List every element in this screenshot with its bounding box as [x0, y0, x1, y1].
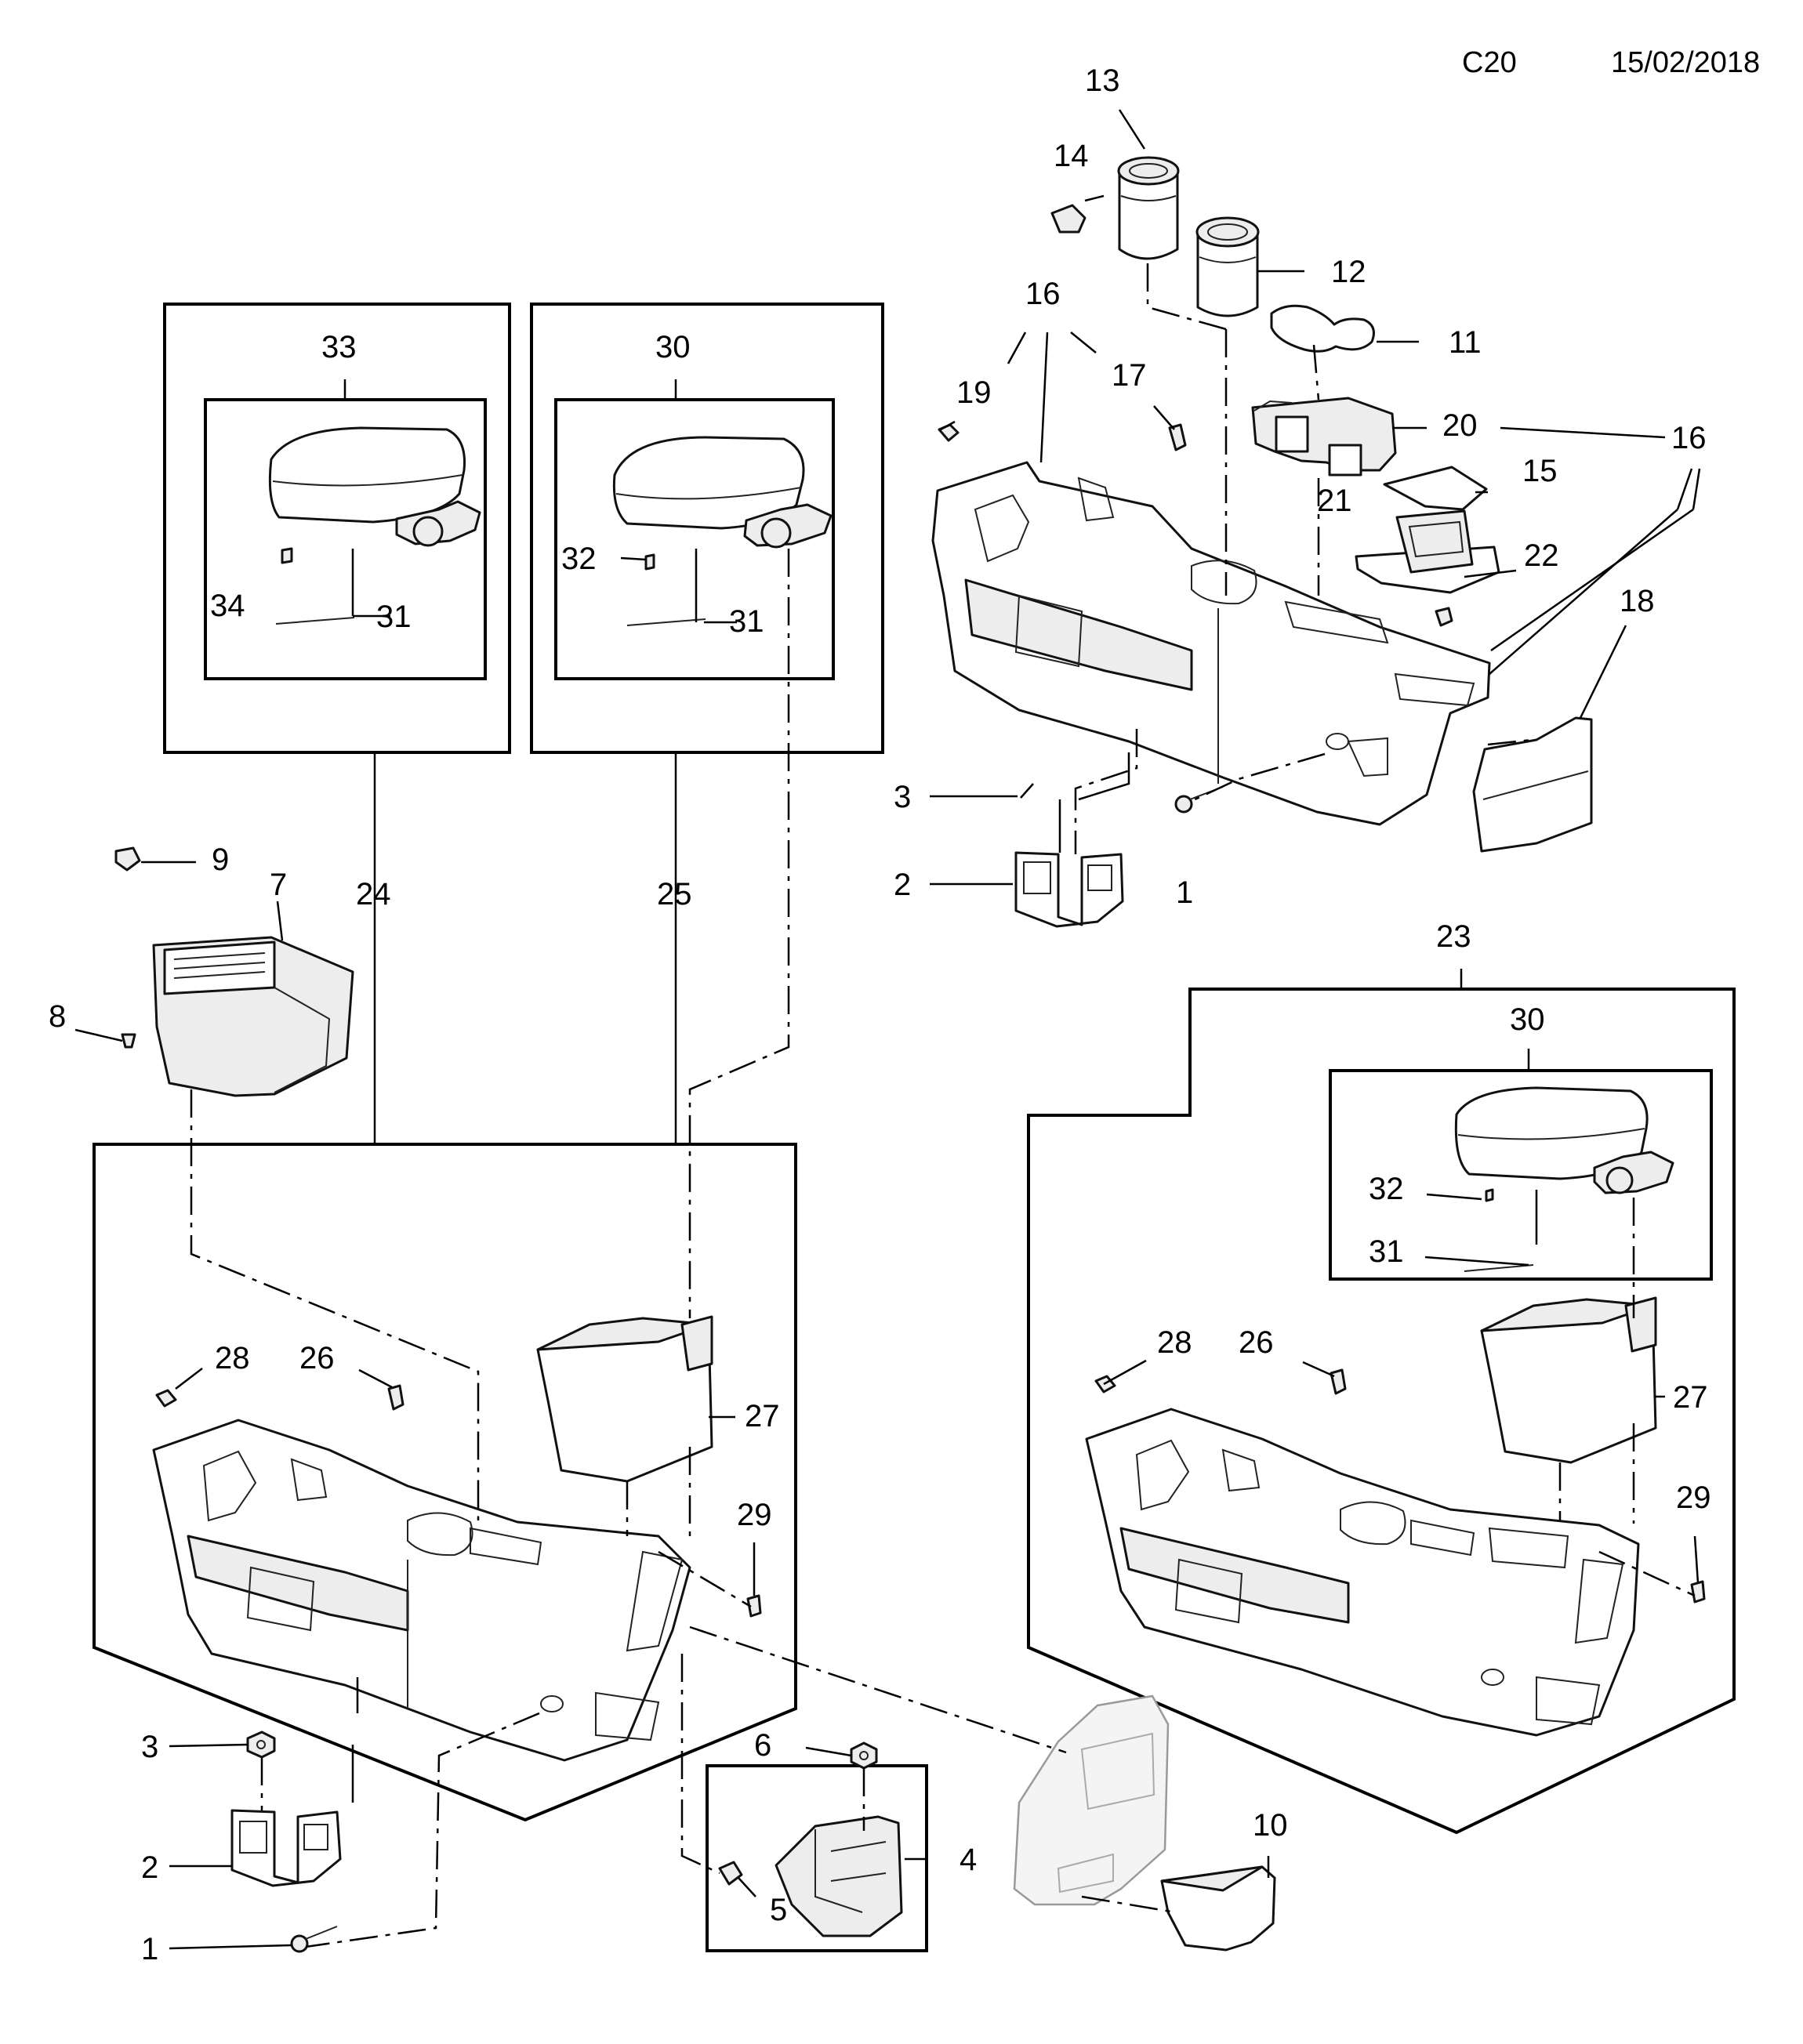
- clip-22: [1435, 607, 1453, 627]
- bracket-4: [775, 1815, 903, 1937]
- callout-3-upper: 3: [894, 780, 911, 814]
- dashed-guide-lines: [190, 263, 1696, 1948]
- callout-2-upper: 2: [894, 868, 911, 902]
- callout-16-top: 16: [1025, 277, 1061, 311]
- bracket-2-lower: [230, 1809, 342, 1887]
- callout-10: 10: [1253, 1808, 1288, 1843]
- callout-28-right: 28: [1157, 1325, 1192, 1360]
- nut-6: [850, 1741, 878, 1770]
- callout-1-upper: 1: [1176, 875, 1193, 910]
- callout-24: 24: [356, 877, 391, 911]
- callout-2-lower: 2: [141, 1850, 158, 1885]
- diagram-date: 15/02/2018: [1611, 46, 1760, 79]
- callout-32-lower: 32: [1369, 1172, 1404, 1206]
- callout-26-left: 26: [299, 1341, 335, 1375]
- callout-7: 7: [270, 868, 287, 902]
- leader-lines: [74, 109, 1701, 1950]
- mat-15: [1383, 466, 1488, 511]
- callout-6: 6: [754, 1728, 771, 1763]
- callout-12: 12: [1331, 255, 1366, 289]
- callout-31-box33: 31: [376, 600, 412, 634]
- callout-30-upper: 30: [655, 330, 691, 364]
- callout-8: 8: [49, 999, 66, 1034]
- clip-17: [1168, 423, 1187, 451]
- clip-28-left: [155, 1389, 177, 1408]
- armrest-30-lower: [1454, 1086, 1674, 1272]
- console-23: [1085, 1408, 1640, 1737]
- callout-23: 23: [1436, 919, 1471, 954]
- callout-9: 9: [212, 843, 229, 877]
- box-23-console: [1027, 988, 1736, 1835]
- callout-15: 15: [1522, 454, 1558, 488]
- bin-27-right: [1480, 1296, 1657, 1464]
- screw-8: [121, 1033, 136, 1049]
- clip-29-right: [1690, 1580, 1706, 1604]
- rear-panel-18: [1472, 716, 1593, 853]
- callout-labels: 13 14 12 16 11 19 17 20 16 15 21 22 18 3…: [49, 63, 1711, 1966]
- callout-19: 19: [956, 375, 992, 410]
- storage-box-10: [1160, 1865, 1276, 1952]
- cup-insert-12: [1195, 216, 1260, 317]
- callout-31-box30: 31: [729, 604, 764, 639]
- cup-holder-housing-20: [1251, 397, 1397, 477]
- console-16-upper: [931, 461, 1491, 826]
- callout-27-left: 27: [745, 1399, 780, 1433]
- callout-25: 25: [657, 877, 692, 911]
- callout-28-left: 28: [215, 1341, 250, 1375]
- clip-9: [114, 846, 141, 872]
- callout-29-right: 29: [1676, 1480, 1711, 1515]
- storage-bin-7: [152, 936, 354, 1097]
- callout-30-lower: 30: [1510, 1002, 1545, 1037]
- callout-26-right: 26: [1239, 1325, 1274, 1360]
- armrest-30-upper: [612, 436, 833, 626]
- callout-22: 22: [1524, 538, 1559, 573]
- callout-3-lower: 3: [141, 1730, 158, 1764]
- nut-3-lower: [246, 1731, 276, 1759]
- box-30-lower: [1329, 1069, 1713, 1281]
- callout-17: 17: [1112, 358, 1147, 393]
- callout-14: 14: [1054, 139, 1089, 173]
- cup-insert-13: [1117, 156, 1180, 260]
- callout-4: 4: [960, 1843, 977, 1877]
- clip-29-left: [746, 1594, 762, 1618]
- rear-seat-ghost: [1013, 1694, 1170, 1906]
- box-30-upper: [530, 303, 884, 754]
- clip-26-left: [387, 1384, 404, 1411]
- callout-5: 5: [770, 1893, 787, 1927]
- callout-1-lower: 1: [141, 1932, 158, 1966]
- diagram-code: C20: [1462, 46, 1517, 79]
- clip-14: [1050, 204, 1087, 234]
- callout-20: 20: [1442, 408, 1478, 443]
- screw-1-lower: [290, 1926, 338, 1953]
- callout-33: 33: [321, 330, 357, 364]
- callout-21: 21: [1317, 484, 1352, 518]
- callout-18: 18: [1620, 584, 1655, 618]
- callout-29-left: 29: [737, 1498, 772, 1532]
- box-24-25-console: [93, 1143, 797, 1822]
- callout-11: 11: [1449, 325, 1482, 360]
- callout-34: 34: [210, 589, 245, 623]
- callout-32-upper: 32: [561, 542, 597, 576]
- gasket-11: [1270, 304, 1375, 353]
- clip-26-right: [1330, 1368, 1347, 1395]
- callout-13: 13: [1085, 63, 1120, 98]
- callout-16-right: 16: [1671, 421, 1707, 455]
- bracket-2-upper: [1014, 851, 1124, 928]
- storage-tray-22: [1355, 509, 1500, 594]
- armrest-33: [268, 426, 481, 625]
- clip-19: [938, 423, 960, 442]
- clip-5: [718, 1861, 743, 1886]
- callout-31-lower: 31: [1369, 1234, 1404, 1269]
- bin-27-left: [536, 1315, 713, 1483]
- callout-27-right: 27: [1673, 1380, 1708, 1415]
